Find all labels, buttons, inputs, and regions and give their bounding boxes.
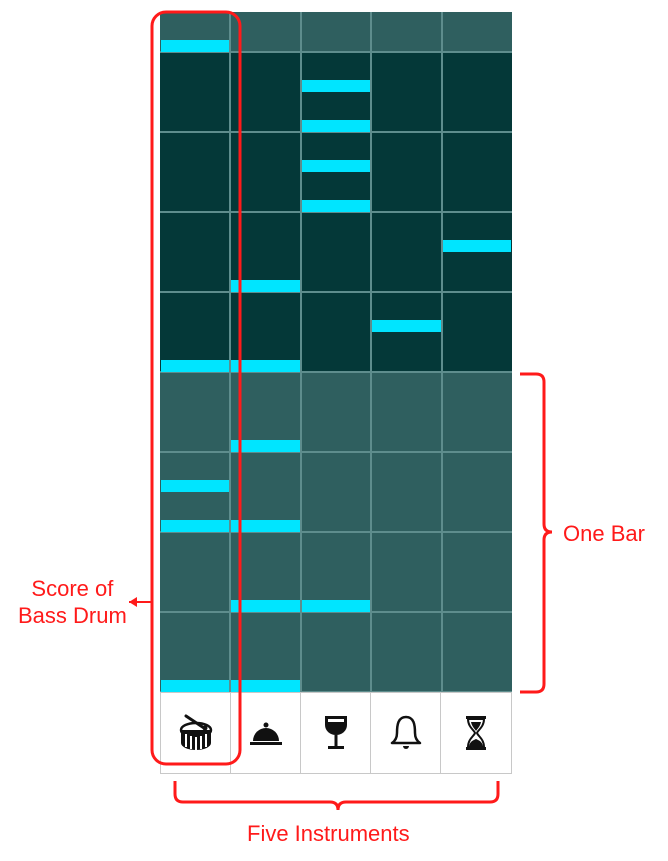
grid-row-divider	[160, 371, 512, 373]
hourglass-icon	[466, 716, 486, 750]
note-block[interactable]	[161, 520, 230, 532]
note-block[interactable]	[372, 320, 441, 332]
grid-column-divider	[229, 12, 232, 692]
note-block[interactable]	[161, 360, 230, 372]
bar-bracket	[520, 372, 553, 694]
grid-row-divider	[160, 291, 512, 293]
cloche-icon	[249, 722, 282, 745]
instrument-button-wine-glass[interactable]	[301, 693, 371, 773]
wine-glass-icon	[324, 716, 347, 749]
note-block[interactable]	[161, 40, 230, 52]
instrument-button-hourglass[interactable]	[441, 693, 511, 773]
note-block[interactable]	[231, 600, 300, 612]
grid-column-divider	[299, 12, 302, 692]
note-block[interactable]	[301, 80, 371, 92]
note-block[interactable]	[161, 680, 230, 692]
instrument-button-cloche[interactable]	[231, 693, 301, 773]
bar-label: One Bar	[563, 521, 645, 546]
grid-column-divider	[440, 12, 443, 692]
note-block[interactable]	[301, 600, 371, 612]
instrument-button-bass-drum[interactable]	[161, 693, 231, 773]
instruments-label: Five Instruments	[247, 821, 410, 846]
bell-icon	[390, 715, 421, 749]
note-block[interactable]	[231, 440, 300, 452]
grid-row-divider	[160, 131, 512, 133]
score-arrow-head	[129, 597, 137, 607]
note-block[interactable]	[442, 240, 511, 252]
instruments-bracket	[173, 781, 500, 811]
bass-drum-icon	[179, 714, 212, 750]
note-block[interactable]	[231, 520, 300, 532]
grid-row-divider	[160, 611, 512, 613]
grid-column-divider	[370, 12, 373, 692]
grid-row-divider	[160, 531, 512, 533]
note-block[interactable]	[231, 280, 300, 292]
grid-row-divider	[160, 211, 512, 213]
note-block[interactable]	[231, 360, 300, 372]
instrument-button-bell[interactable]	[371, 693, 441, 773]
note-block[interactable]	[301, 160, 371, 172]
grid-row-divider	[160, 451, 512, 453]
instrument-toolbar	[160, 692, 512, 774]
sequencer-grid[interactable]	[160, 12, 512, 693]
note-block[interactable]	[161, 480, 230, 492]
score-label: Score of Bass Drum	[18, 575, 127, 629]
grid-row-divider	[160, 51, 512, 53]
note-block[interactable]	[301, 200, 371, 212]
note-block[interactable]	[301, 120, 371, 132]
score-label-line1: Score of	[31, 576, 114, 601]
note-block[interactable]	[231, 680, 300, 692]
score-label-line2: Bass Drum	[18, 603, 127, 628]
